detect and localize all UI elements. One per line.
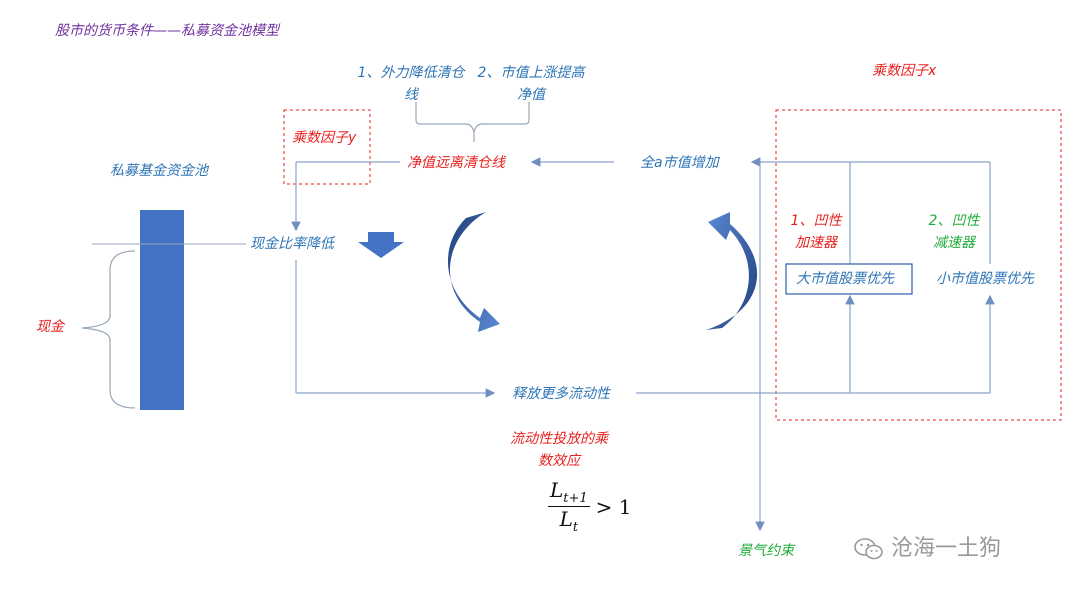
diagram-title: 股市的货币条件——私募资金池模型 xyxy=(55,23,279,39)
release-liquidity-label: 释放更多流动性 xyxy=(512,386,610,402)
cycle-arrow-right xyxy=(706,212,758,330)
watermark: 沧海一土狗 xyxy=(854,530,1001,562)
multiplier-y-box xyxy=(283,109,371,185)
large-cap-label: 大市值股票优先 xyxy=(796,271,894,287)
cash-brace xyxy=(81,250,136,409)
formula-den-base: L xyxy=(559,507,573,531)
boom-constraint-label: 景气约束 xyxy=(738,543,794,559)
factor1-label: 1、外力降低清仓线 xyxy=(357,65,465,103)
cash-label: 现金 xyxy=(36,319,64,335)
down-block-arrow xyxy=(358,232,404,258)
fund-pool-bar xyxy=(140,210,184,410)
wechat-icon xyxy=(854,538,883,560)
formula-num-sub: t+1 xyxy=(563,491,588,506)
factor2-label: 2、市值上涨提高净值 xyxy=(477,65,585,103)
factors-brace xyxy=(415,102,530,133)
all-a-rise-label: 全a市值增加 xyxy=(640,155,719,171)
large-cap-box xyxy=(785,263,913,295)
small-cap-label: 小市值股票优先 xyxy=(936,271,1034,287)
multiplier-effect-label: 流动性投放的乘数效应 xyxy=(510,431,608,469)
fund-pool-label: 私募基金资金池 xyxy=(110,163,208,179)
watermark-text: 沧海一土狗 xyxy=(891,536,1002,561)
cycle-arrow-left xyxy=(447,212,500,332)
liquidity-ratio-formula: Lt+1 Lt > 1 xyxy=(548,478,632,535)
formula-relation: > 1 xyxy=(595,494,632,519)
multiplier-y-label: 乘数因子y xyxy=(292,130,357,146)
cash-ratio-label: 现金比率降低 xyxy=(250,236,334,252)
multiplier-x-box xyxy=(775,109,1062,421)
decelerator-label: 2、凹性减速器 xyxy=(928,213,980,251)
formula-den-sub: t xyxy=(572,520,579,535)
multiplier-x-label: 乘数因子x xyxy=(872,63,937,79)
formula-num-base: L xyxy=(550,478,564,502)
accelerator-label: 1、凹性加速器 xyxy=(790,213,842,251)
nav-far-label: 净值远离清仓线 xyxy=(407,155,505,171)
